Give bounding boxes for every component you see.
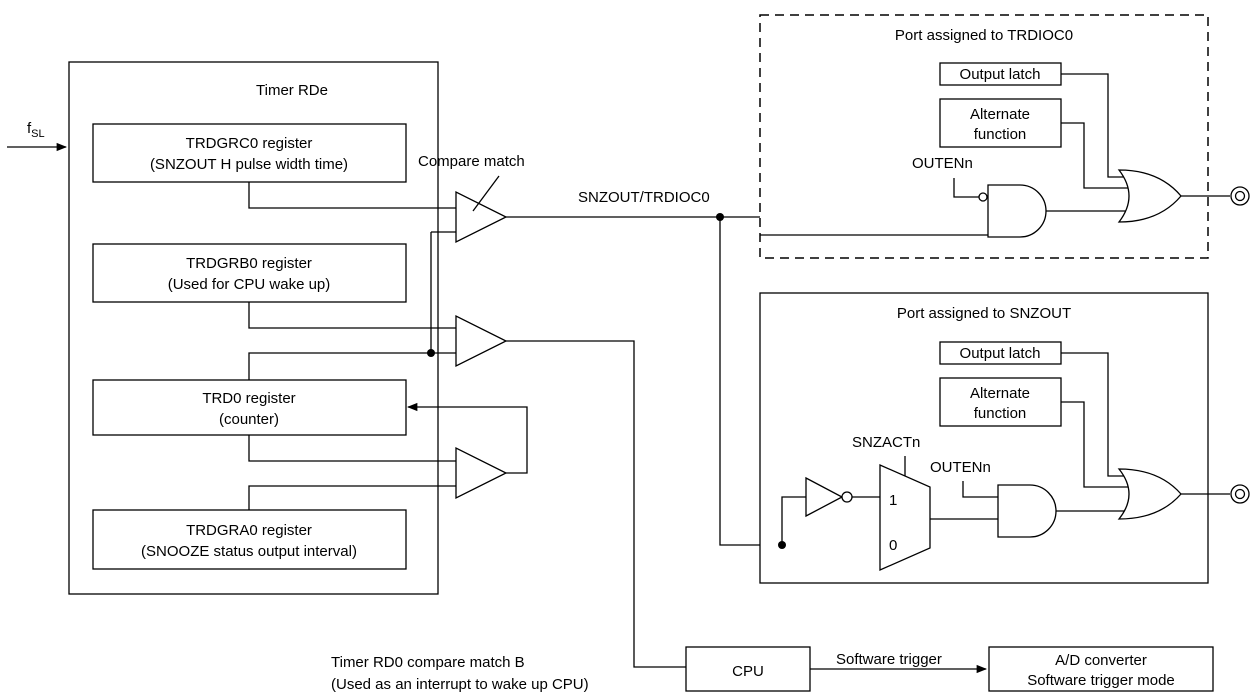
- trdgrc0-line1: TRDGRC0 register: [186, 135, 313, 152]
- fsl-label: fSL: [27, 120, 45, 140]
- port-trdioc0-frame: [759, 14, 1209, 259]
- trdgrc0-line2: (SNZOUT H pulse width time): [150, 156, 348, 173]
- fsl-input: fSL: [7, 120, 68, 152]
- output-pin-top: [1230, 186, 1250, 206]
- inverter-gate: [805, 476, 844, 518]
- trdgrc0-register: TRDGRC0 register (SNZOUT H pulse width t…: [92, 123, 407, 183]
- outen-top-inverter-bubble: [978, 192, 988, 202]
- compare-match-b-line1: Timer RD0 compare match B: [331, 654, 525, 671]
- output-pin-bottom: [1230, 484, 1250, 504]
- alternate-function-bottom-line1: Alternate: [970, 385, 1030, 402]
- wire-outen-bottom: [962, 481, 998, 498]
- wire-latch-to-or-bottom: [1061, 352, 1128, 477]
- mux-input-1-label: 1: [889, 492, 897, 509]
- trdgrb0-line1: TRDGRB0 register: [186, 255, 312, 272]
- timer-rde-block: Timer RDe TRDGRC0 register (SNZOUT H pul…: [68, 61, 528, 595]
- alternate-function-top-line1: Alternate: [970, 106, 1030, 123]
- alternate-function-bottom: [939, 377, 1062, 427]
- compare-match-label: Compare match: [418, 153, 525, 170]
- adc-block: A/D converter Software trigger mode: [988, 646, 1214, 692]
- software-trigger-label: Software trigger: [836, 651, 942, 668]
- outen-top-label: OUTENn: [912, 155, 973, 172]
- comparator-c: [455, 190, 508, 244]
- multiplexer: [879, 464, 931, 571]
- trdgra0-register: TRDGRA0 register (SNOOZE status output i…: [92, 509, 407, 570]
- inverter-bubble: [841, 491, 853, 503]
- trd0-line2: (counter): [219, 411, 279, 428]
- adc-line1: A/D converter: [1055, 652, 1147, 669]
- wire-outen-top: [953, 178, 979, 198]
- wire-grc0-to-comp: [248, 182, 456, 209]
- wire-alt-to-or-top: [1061, 122, 1128, 189]
- output-latch-bottom-label: Output latch: [960, 345, 1041, 362]
- output-latch-top-label: Output latch: [960, 66, 1041, 83]
- port-snzout-title: Port assigned to SNZOUT: [897, 305, 1071, 322]
- wire-counter-reset: [406, 402, 528, 474]
- alternate-function-top: [939, 98, 1062, 148]
- cpu-block: CPU: [685, 646, 811, 692]
- wire-latch-to-or-top: [1061, 73, 1128, 178]
- trd0-line1: TRD0 register: [202, 390, 295, 407]
- compare-match-b-line2: (Used as an interrupt to wake up CPU): [331, 676, 589, 693]
- port-trdioc0-title: Port assigned to TRDIOC0: [895, 27, 1073, 44]
- or-gate-top: [1117, 169, 1182, 223]
- and-gate-top: [987, 184, 1047, 238]
- wire-compare-match-b: [506, 340, 686, 668]
- snzact-label: SNZACTn: [852, 434, 920, 451]
- trd0-register: TRD0 register (counter): [92, 379, 407, 436]
- wire-grb0-to-comp: [248, 302, 456, 329]
- junction-trd0: [427, 349, 435, 357]
- mux-input-0-label: 0: [889, 537, 897, 554]
- comparator-a: [455, 446, 508, 500]
- or-gate-bottom: [1117, 468, 1182, 520]
- trdgra0-line1: TRDGRA0 register: [186, 522, 312, 539]
- outen-bottom-label: OUTENn: [930, 459, 991, 476]
- wire-alt-to-or-bottom: [1061, 401, 1128, 488]
- cpu-label: CPU: [732, 663, 764, 680]
- wire-trd0-top: [248, 352, 456, 380]
- wire-snzout-down: [719, 217, 760, 546]
- wire-gra0-to-comp: [248, 485, 456, 510]
- compare-match-pointer: [472, 175, 500, 212]
- snzout-trdioc0-label: SNZOUT/TRDIOC0: [578, 189, 710, 206]
- adc-line2: Software trigger mode: [1027, 672, 1175, 689]
- port-snzout-frame: [759, 292, 1209, 584]
- and-gate-bottom: [997, 484, 1057, 538]
- trdgra0-line2: (SNOOZE status output interval): [141, 543, 357, 560]
- trdgrb0-register: TRDGRB0 register (Used for CPU wake up): [92, 243, 407, 303]
- trdgrb0-line2: (Used for CPU wake up): [168, 276, 331, 293]
- wire-trd0-bottom: [248, 435, 456, 462]
- wire-to-inverter: [781, 496, 806, 545]
- alternate-function-top-line2: function: [974, 126, 1027, 143]
- junction-inverter: [778, 541, 786, 549]
- port-trdioc0-block: Port assigned to TRDIOC0 Output latch Al…: [759, 14, 1230, 259]
- timer-rde-title: Timer RDe: [256, 82, 328, 99]
- port-snzout-block: Port assigned to SNZOUT Output latch Alt…: [759, 292, 1230, 584]
- alternate-function-bottom-line2: function: [974, 405, 1027, 422]
- comparator-b: [455, 314, 508, 368]
